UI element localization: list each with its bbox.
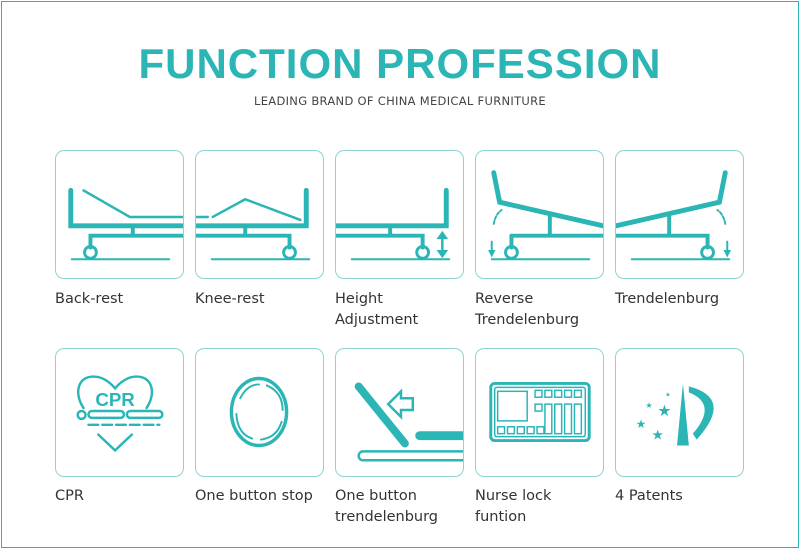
reverse-trendelenburg-bed-icon bbox=[488, 170, 603, 261]
feature-label: 4 Patents bbox=[615, 488, 683, 504]
panel-buttons bbox=[496, 389, 583, 435]
feature-label: One button trendelenburg bbox=[335, 488, 439, 525]
patent-logo-icon: ★ ★ ★ ★ ★ bbox=[636, 383, 714, 446]
svg-text:★: ★ bbox=[636, 417, 647, 431]
patents-card: ★ ★ ★ ★ ★ bbox=[615, 348, 744, 477]
page-title: FUNCTION PROFESSION bbox=[138, 40, 662, 87]
trendelenburg-card bbox=[615, 150, 744, 279]
knee-rest-bed-icon bbox=[196, 187, 311, 261]
tilt-arrow-icon bbox=[354, 382, 463, 462]
page-subtitle: LEADING BRAND OF CHINA MEDICAL FURNITURE bbox=[254, 94, 546, 108]
nurse-lock-card bbox=[475, 348, 604, 477]
svg-text:★: ★ bbox=[665, 391, 670, 398]
svg-text:CPR: CPR bbox=[95, 389, 135, 410]
feature-label: CPR bbox=[55, 488, 84, 504]
feature-label: Height Adjustment bbox=[335, 291, 419, 328]
feature-label: Back-rest bbox=[55, 291, 124, 307]
cpr-card: CPR bbox=[55, 348, 184, 477]
back-rest-card bbox=[55, 150, 184, 279]
svg-text:★: ★ bbox=[657, 401, 671, 420]
height-adjustment-card bbox=[335, 150, 464, 279]
one-button-trendelenburg-card bbox=[335, 348, 464, 477]
trendelenburg-bed-icon bbox=[616, 170, 731, 261]
back-rest-bed-icon bbox=[68, 187, 183, 261]
one-button-stop-card bbox=[195, 348, 324, 477]
feature-label: One button stop bbox=[195, 488, 313, 504]
knee-rest-card bbox=[195, 150, 324, 279]
reverse-trendelenburg-card bbox=[475, 150, 604, 279]
svg-text:★: ★ bbox=[646, 401, 653, 410]
control-panel-icon bbox=[489, 381, 591, 443]
height-adjust-bed-icon bbox=[336, 187, 451, 261]
feature-label: Knee-rest bbox=[195, 291, 265, 307]
feature-label: Trendelenburg bbox=[615, 291, 720, 307]
feature-label: Nurse lock funtion bbox=[475, 488, 552, 525]
feature-label: Reverse Trendelenburg bbox=[475, 291, 580, 328]
cpr-heart-icon: CPR bbox=[76, 375, 164, 453]
circular-arrows-icon bbox=[229, 376, 289, 448]
svg-text:★: ★ bbox=[651, 428, 663, 444]
